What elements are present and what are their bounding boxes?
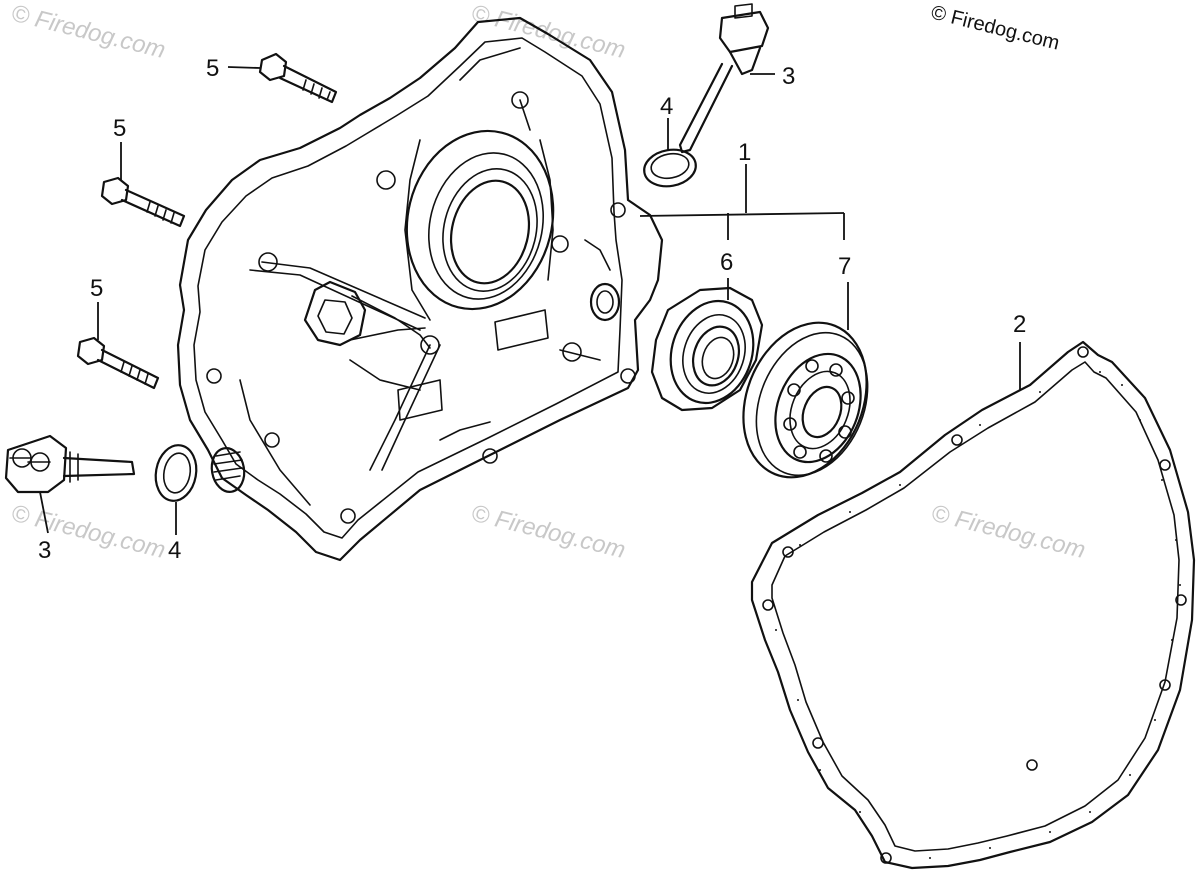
cover-pad-upper <box>494 309 549 351</box>
cover-side-port <box>589 282 621 322</box>
callout-3-bottom: 3 <box>38 537 51 564</box>
leader-lines <box>39 66 1021 535</box>
o-ring-top-part-4 <box>643 148 697 188</box>
gasket-part-2 <box>750 340 1196 870</box>
watermark-5: © Firedog.com <box>929 500 1089 564</box>
gasket-texture <box>775 371 1181 859</box>
cover-mounting-bosses <box>206 91 636 524</box>
bolt-b-part-5 <box>100 176 186 228</box>
bolt-a-part-5 <box>258 52 338 104</box>
cover-drain-port <box>210 447 246 493</box>
drain-plug-bottom-part-3 <box>4 434 136 494</box>
callout-5-a: 5 <box>206 55 219 82</box>
bearing-balls <box>783 359 855 463</box>
o-ring-bottom-part-4 <box>154 444 198 502</box>
watermark-3: © Firedog.com <box>9 500 169 564</box>
watermark-4: © Firedog.com <box>469 500 629 564</box>
gasket-bolt-holes <box>762 346 1187 864</box>
watermarks: © Firedog.com © Firedog.com © Firedog.co… <box>9 0 1089 564</box>
bolt-c-part-5 <box>76 336 160 390</box>
callout-5-b: 5 <box>113 115 126 142</box>
callout-2: 2 <box>1013 311 1026 338</box>
breather-clip <box>303 280 431 349</box>
callout-3-top: 3 <box>782 63 795 90</box>
bearing-boss <box>404 129 555 321</box>
cover-ribs <box>239 47 611 506</box>
callout-7: 7 <box>838 253 851 280</box>
callout-4-bottom: 4 <box>168 537 181 564</box>
oil-dipstick-top-part-3 <box>678 3 770 154</box>
callout-5-c: 5 <box>90 275 103 302</box>
watermark-1: © Firedog.com <box>9 0 169 64</box>
callout-labels: 1 2 3 3 4 4 5 5 5 6 7 <box>38 55 1026 564</box>
callout-6: 6 <box>720 249 733 276</box>
cover-pad-lower <box>397 379 443 421</box>
copyright-notice: © Firedog.com <box>929 2 1062 55</box>
oil-seal-part-6 <box>650 286 764 412</box>
ball-bearing-part-7 <box>742 321 869 479</box>
crankcase-cover <box>176 16 664 562</box>
callout-4-top: 4 <box>660 93 673 120</box>
callout-1: 1 <box>738 139 751 166</box>
